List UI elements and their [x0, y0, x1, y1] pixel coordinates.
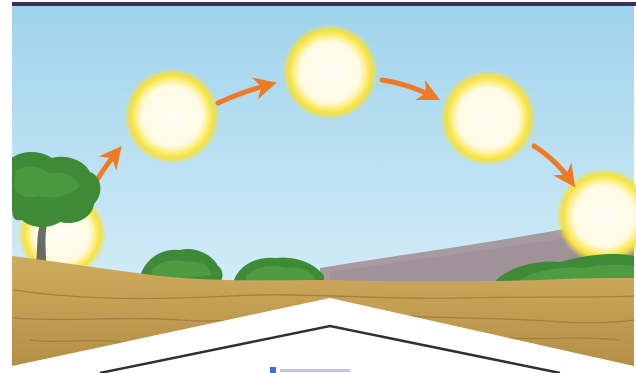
sun-afternoon — [440, 70, 536, 166]
left-margin — [0, 0, 12, 373]
sun-morning — [124, 68, 220, 164]
sun-noon — [282, 24, 378, 120]
top-frame-border — [12, 2, 636, 6]
